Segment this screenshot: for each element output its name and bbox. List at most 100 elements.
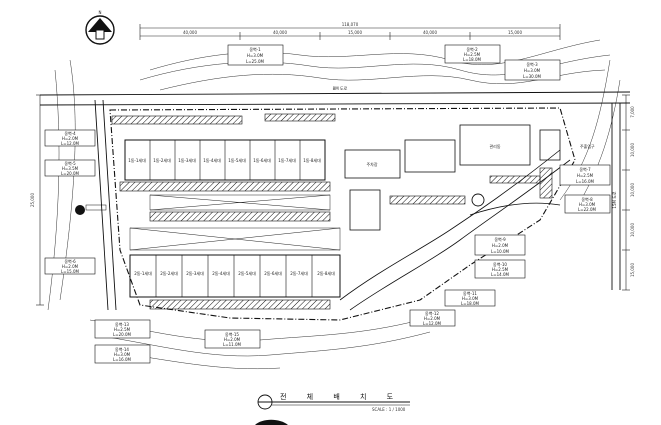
unit-label-2-8: 2동-8세대 <box>317 270 335 276</box>
right-dimension-line <box>622 94 630 291</box>
callout-13-line-1: H=2.5M <box>114 327 131 332</box>
callout-4-header: 옹벽-4 <box>64 130 76 136</box>
callout-6-header: 옹벽-6 <box>64 258 76 264</box>
callout-2-header: 옹벽-2 <box>466 46 478 52</box>
callout-12-line-1: H=2.0M <box>424 316 441 321</box>
facility-buildings <box>344 124 561 231</box>
building-2-dividers <box>155 255 313 297</box>
retaining-walls <box>111 113 553 310</box>
callout-9-header: 옹벽-9 <box>494 236 506 242</box>
callout-11-line-1: H=3.0M <box>462 296 479 301</box>
callout-2-line-1: H=2.5M <box>464 52 481 57</box>
title-block: 전 체 배 치 도 SCALE : 1 / 1000 <box>257 392 410 412</box>
callout-4-line-1: H=2.0M <box>62 136 79 141</box>
callout-3-line-1: H=3.0M <box>524 68 541 73</box>
top-dim-seg-2: 40,000 <box>273 30 287 35</box>
callout-9-line-1: H=2.0M <box>492 243 509 248</box>
callout-14-line-1: H=3.0M <box>114 352 131 357</box>
unit-label-2-6: 2동-6세대 <box>264 270 282 276</box>
callout-12-header: 옹벽-12 <box>425 310 439 316</box>
unit-label-1-5: 1동-5세대 <box>228 157 246 163</box>
callout-5-line-2: L=20.0M <box>61 171 79 176</box>
callout-3-header: 옹벽-3 <box>526 61 538 67</box>
unit-label-1-4: 1동-4세대 <box>203 157 221 163</box>
callout-5-line-1: H=3.5M <box>62 166 79 171</box>
right-dim-5: 15,000 <box>630 263 635 277</box>
top-dimension-line <box>139 24 561 40</box>
road-top <box>39 91 631 106</box>
callout-4-line-2: L=12.0M <box>61 141 79 146</box>
roundabout-icon <box>471 193 485 207</box>
callout-10-header: 옹벽-10 <box>493 261 507 267</box>
tree-icon <box>75 204 107 215</box>
building-block-2 <box>129 254 341 298</box>
unit-label-1-2: 1동-2세대 <box>153 157 171 163</box>
access-road <box>339 149 571 311</box>
callout-5-header: 옹벽-5 <box>64 160 76 166</box>
callout-7-line-2: L=16.0M <box>576 179 594 184</box>
top-dim-seg-4: 40,000 <box>423 30 437 35</box>
unit-label-2-2: 2동-2세대 <box>160 270 178 276</box>
top-dim-seg-1: 40,000 <box>183 30 197 35</box>
parking-label: 주차장 <box>366 161 377 167</box>
callout-1-header: 옹벽-1 <box>249 46 261 52</box>
callout-8-line-1: H=3.0M <box>579 202 596 207</box>
unit-label-1-7: 1동-7세대 <box>278 157 296 163</box>
callout-3-line-2: L=30.0M <box>523 74 541 79</box>
north-arrow-icon: N <box>85 10 115 45</box>
callout-1-line-2: L=25.0M <box>246 59 264 64</box>
callout-15-line-1: H=2.0M <box>224 337 241 342</box>
site-boundary <box>109 107 576 321</box>
unit-label-1-1: 1동-1세대 <box>128 157 146 163</box>
left-dimension-line <box>36 94 44 306</box>
callout-text: 옹벽-1 H=3.0M L=25.0M 옹벽-2 H=2.5M L=18.0M … <box>61 46 596 362</box>
unit-label-2-3: 2동-3세대 <box>186 270 204 276</box>
right-dim-3: 10,000 <box>630 183 635 197</box>
unit-label-2-1: 2동-1세대 <box>134 270 152 276</box>
top-total-dimension: 118,070 <box>342 22 359 27</box>
callout-7-line-1: H=2.5M <box>577 173 594 178</box>
callout-15-line-2: L=11.0M <box>223 342 241 347</box>
callout-boxes <box>44 44 611 364</box>
drawing-scale: SCALE : 1 / 1000 <box>372 407 406 412</box>
callout-2-line-2: L=18.0M <box>463 57 481 62</box>
callout-13-header: 옹벽-13 <box>115 321 129 327</box>
right-dim-2: 10,000 <box>630 143 635 157</box>
top-dim-seg-3: 15,000 <box>348 30 362 35</box>
callout-8-line-2: L=22.0M <box>578 207 596 212</box>
callout-7-header: 옹벽-7 <box>579 166 591 172</box>
unit-label-2-5: 2동-5세대 <box>238 270 256 276</box>
callout-11-line-2: L=18.0M <box>461 301 479 306</box>
callout-8-header: 옹벽-8 <box>581 196 593 202</box>
right-dim-1: 7,000 <box>630 106 635 118</box>
left-dimension: 25,000 <box>30 193 35 207</box>
unit-label-1-3: 1동-3세대 <box>178 157 196 163</box>
callout-10-line-2: L=14.0M <box>491 272 509 277</box>
road-top-label: 8M 도로 <box>333 86 348 91</box>
bottom-arc <box>255 419 288 425</box>
callout-10-line-1: H=2.5M <box>492 267 509 272</box>
callout-12-line-2: L=12.0M <box>423 321 441 326</box>
callout-13-line-2: L=20.0M <box>113 332 131 337</box>
callout-14-header: 옹벽-14 <box>115 346 129 352</box>
unit-label-1-8: 1동-8세대 <box>303 157 321 163</box>
unit-label-2-7: 2동-7세대 <box>290 270 308 276</box>
drawing-title: 전 체 배 치 도 <box>280 392 402 401</box>
callout-6-line-2: L=15.0M <box>61 269 79 274</box>
facility-label: 관리동 <box>489 143 500 149</box>
cross-bracing <box>129 194 341 251</box>
right-dim-4: 10,000 <box>630 223 635 237</box>
callout-14-line-2: L=16.0M <box>113 357 131 362</box>
road-right <box>611 103 621 290</box>
entrance-label: 주출입구 <box>580 143 595 149</box>
callout-11-header: 옹벽-11 <box>463 290 477 296</box>
north-label: N <box>99 10 102 15</box>
unit-label-2-4: 2동-4세대 <box>212 270 230 276</box>
road-right-label: 15M 도로 <box>612 191 617 208</box>
unit-label-1-6: 1동-6세대 <box>253 157 271 163</box>
building-1-dividers <box>149 140 301 180</box>
callout-6-line-1: H=2.0M <box>62 264 79 269</box>
callout-15-header: 옹벽-15 <box>225 331 239 337</box>
callout-1-line-1: H=3.0M <box>247 53 264 58</box>
